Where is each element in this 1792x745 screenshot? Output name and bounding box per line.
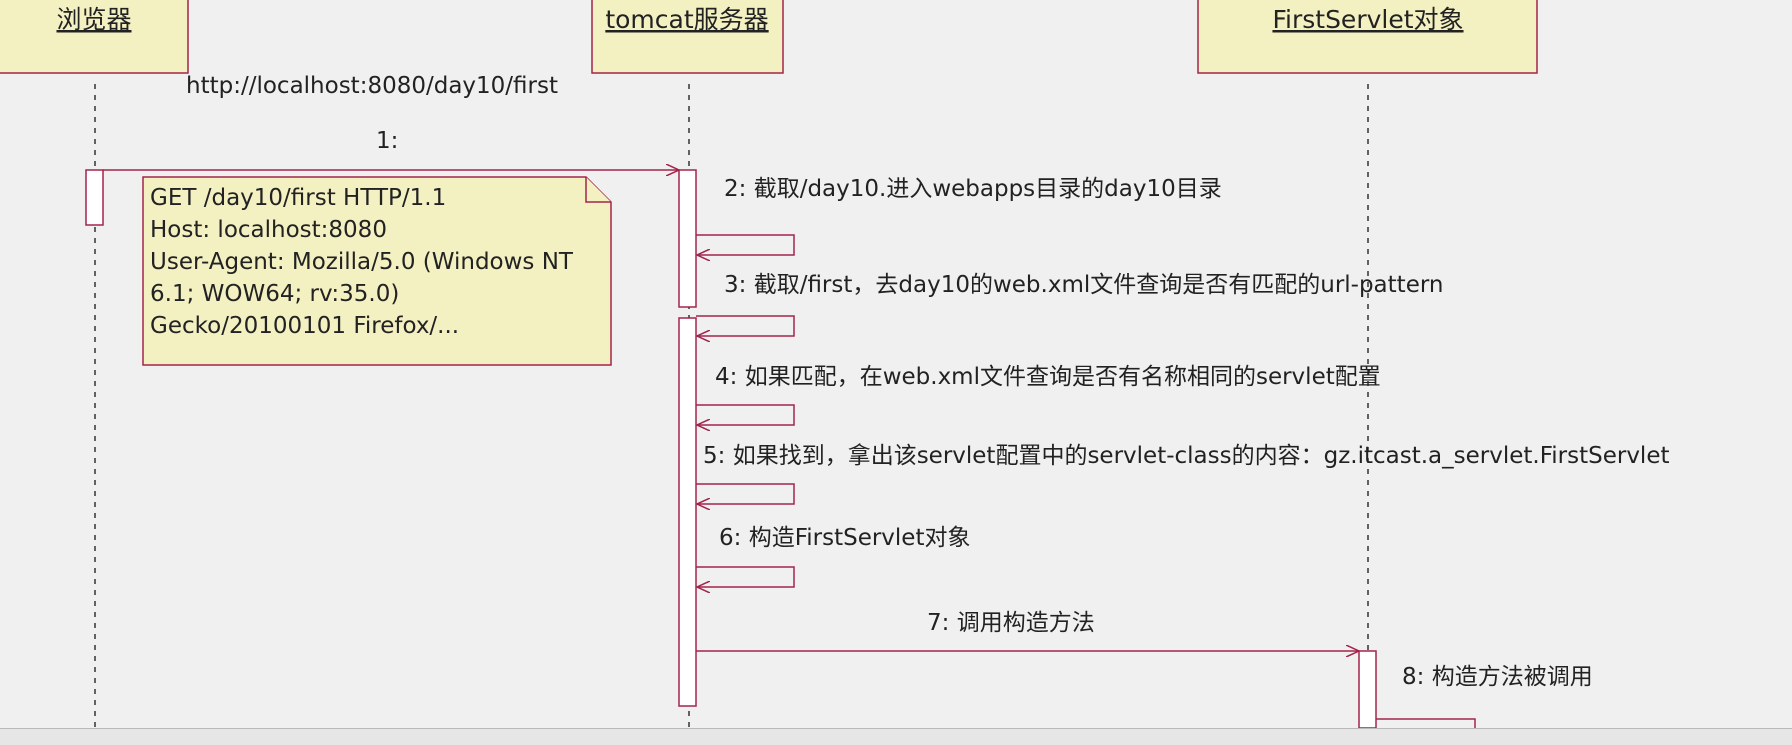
request-note: GET /day10/first HTTP/1.1 Host: localhos… (142, 176, 612, 366)
note-line-2: Host: localhost:8080 (150, 217, 387, 243)
lifeline-browser[interactable]: 浏览器 (0, 0, 189, 74)
horizontal-scrollbar[interactable] (0, 728, 1792, 745)
message-3-arrow[interactable] (696, 315, 795, 336)
message-8-arrow[interactable] (1376, 718, 1476, 728)
message-2-label: 2: 截取/day10.进入webapps目录的day10目录 (724, 176, 1222, 202)
message-5-label: 5: 如果找到，拿出该servlet配置中的servlet-class的内容：g… (703, 442, 1670, 469)
note-line-4: 6.1; WOW64; rv:35.0) (150, 281, 399, 307)
url-label: http://localhost:8080/day10/first (186, 73, 558, 99)
note-line-1: GET /day10/first HTTP/1.1 (150, 185, 446, 211)
lifeline-servlet-label: FirstServlet对象 (1272, 5, 1463, 34)
lifeline-tomcat-label: tomcat服务器 (605, 5, 768, 34)
message-4-label: 4: 如果匹配，在web.xml文件查询是否有名称相同的servlet配置 (715, 364, 1381, 390)
note-line-3: User-Agent: Mozilla/5.0 (Windows NT (150, 249, 574, 275)
activation-tomcat-2 (678, 317, 697, 707)
lifeline-browser-label: 浏览器 (56, 5, 131, 34)
activation-servlet (1358, 650, 1377, 728)
message-6-arrow[interactable] (696, 566, 795, 587)
lifeline-servlet[interactable]: FirstServlet对象 (1197, 0, 1538, 74)
message-8-label: 8: 构造方法被调用 (1402, 664, 1593, 690)
message-3-label: 3: 截取/first，去day10的web.xml文件查询是否有匹配的url-… (724, 272, 1443, 298)
message-4-arrow[interactable] (696, 404, 795, 425)
message-5-arrow[interactable] (696, 483, 795, 504)
lifeline-tomcat[interactable]: tomcat服务器 (591, 0, 784, 74)
message-6-label: 6: 构造FirstServlet对象 (719, 525, 970, 551)
message-1-label: 1: (376, 128, 398, 154)
activation-tomcat-1 (678, 169, 697, 308)
message-2-arrow[interactable] (696, 234, 795, 255)
message-7-label: 7: 调用构造方法 (927, 610, 1095, 636)
sequence-diagram: 浏览器 tomcat服务器 FirstServlet对象 http://loca… (0, 0, 1670, 728)
note-line-5: Gecko/20100101 Firefox/... (150, 313, 459, 339)
activation-browser (85, 169, 104, 226)
